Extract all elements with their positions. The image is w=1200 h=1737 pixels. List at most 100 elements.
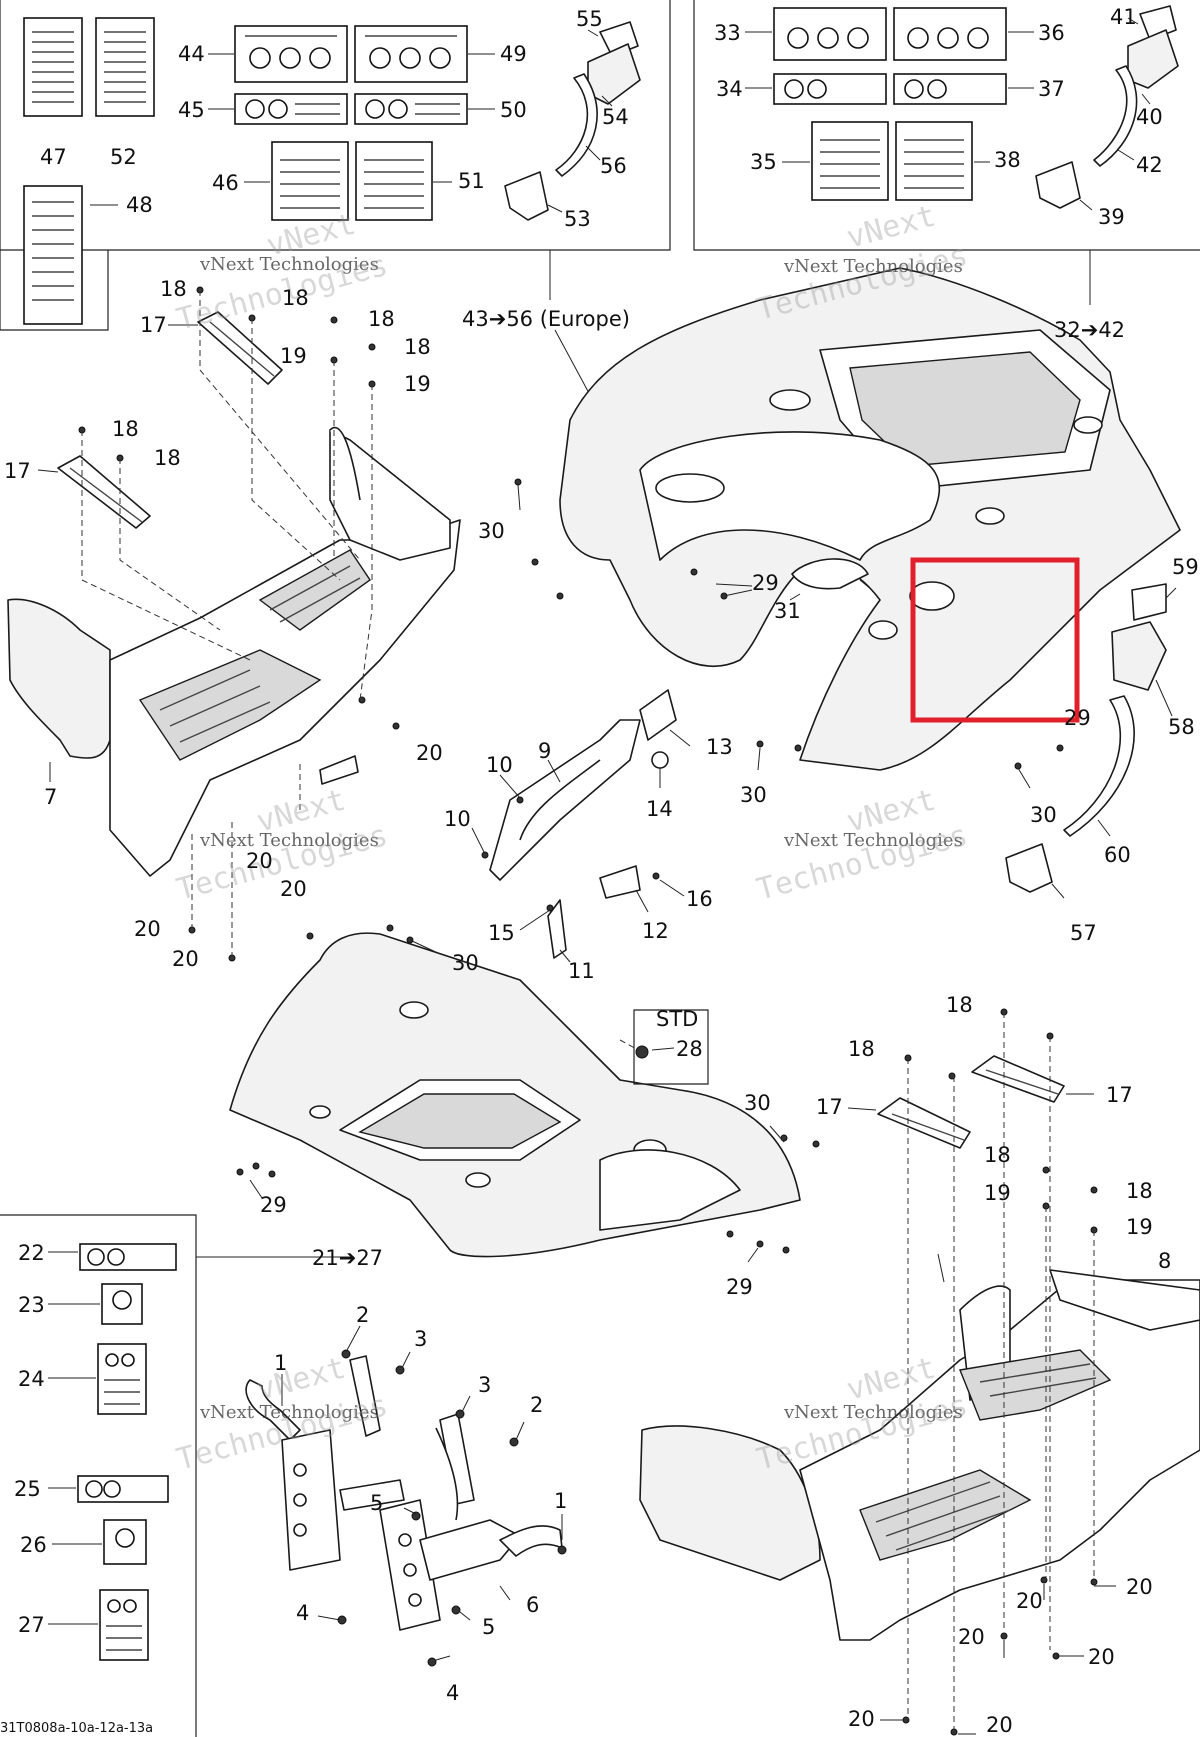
callout-19-c: 19 (984, 1181, 1011, 1205)
label-27-card (99, 1589, 149, 1661)
label-47-card (23, 17, 83, 117)
callout-19-b: 19 (404, 372, 431, 396)
callout-18-b: 18 (282, 286, 309, 310)
callout-51: 51 (458, 169, 485, 193)
us-labels-panel (693, 0, 1200, 251)
callout-53: 53 (564, 207, 591, 231)
std-label: STD (656, 1007, 698, 1031)
drawing-code: 31T0808a-10a-12a-13a (0, 1721, 153, 1736)
callout-4-a: 4 (296, 1601, 309, 1625)
callout-50: 50 (500, 98, 527, 122)
callout-20-b: 20 (246, 849, 273, 873)
callouts: 47 52 48 44 45 46 49 50 51 55 54 56 53 3… (4, 5, 1199, 1737)
svg-text:vNext Technologies: vNext Technologies (783, 830, 963, 851)
callout-20-a: 20 (416, 741, 443, 765)
callout-20-h: 20 (958, 1625, 985, 1649)
part-31-pad (791, 558, 869, 590)
callout-17-a: 17 (140, 313, 167, 337)
callout-46: 46 (212, 171, 239, 195)
callout-40: 40 (1136, 105, 1163, 129)
callout-18-c: 18 (368, 307, 395, 331)
callout-21-27: 21➔27 (312, 1246, 383, 1270)
callout-24: 24 (18, 1367, 45, 1391)
callout-10-b: 10 (444, 807, 471, 831)
front-fender (196, 924, 820, 1263)
callout-29-b: 29 (1064, 706, 1091, 730)
callout-18-j: 18 (1126, 1179, 1153, 1203)
callout-25: 25 (14, 1477, 41, 1501)
callout-23: 23 (18, 1293, 45, 1317)
callout-54: 54 (602, 105, 629, 129)
callout-4-b: 4 (446, 1681, 459, 1705)
rear-mud-guards (1005, 583, 1177, 899)
callout-52: 52 (110, 145, 137, 169)
callout-58: 58 (1168, 715, 1195, 739)
callout-48: 48 (126, 193, 153, 217)
front-labels-panel (0, 1214, 197, 1737)
callout-18-h: 18 (848, 1037, 875, 1061)
callout-19-a: 19 (280, 344, 307, 368)
callout-7: 7 (44, 785, 57, 809)
label-51-card (355, 141, 433, 221)
callout-36: 36 (1038, 21, 1065, 45)
callout-31: 31 (774, 599, 801, 623)
callout-15: 15 (488, 921, 515, 945)
callout-30-e: 30 (744, 1091, 771, 1115)
callout-33: 33 (714, 21, 741, 45)
svg-text:vNext Technologies: vNext Technologies (199, 1402, 379, 1423)
callout-44: 44 (178, 42, 205, 66)
callout-3-b: 3 (478, 1373, 491, 1397)
callout-30-b: 30 (740, 783, 767, 807)
callout-20-k: 20 (986, 1713, 1013, 1737)
callout-20-c: 20 (280, 877, 307, 901)
callout-2-b: 2 (530, 1393, 543, 1417)
callout-3-a: 3 (414, 1327, 427, 1351)
footrests-left (37, 311, 283, 529)
callout-41: 41 (1110, 5, 1137, 29)
callout-30-c: 30 (1030, 803, 1057, 827)
callout-57: 57 (1070, 921, 1097, 945)
callout-11: 11 (568, 959, 595, 983)
callout-45: 45 (178, 98, 205, 122)
callout-1-b: 1 (554, 1489, 567, 1513)
europe-labels-panel (0, 0, 671, 331)
callout-27: 27 (18, 1613, 45, 1637)
callout-20-i: 20 (1088, 1645, 1115, 1669)
callout-20-e: 20 (172, 947, 199, 971)
callout-18-i: 18 (984, 1143, 1011, 1167)
callout-2-a: 2 (356, 1303, 369, 1327)
front-bumper (245, 1325, 567, 1667)
callout-8: 8 (1158, 1249, 1171, 1273)
callout-20-j: 20 (848, 1707, 875, 1731)
label-35-card (811, 121, 889, 201)
callout-18-a: 18 (160, 277, 187, 301)
callout-18-d: 18 (404, 335, 431, 359)
callout-9: 9 (538, 739, 551, 763)
callout-56: 56 (600, 154, 627, 178)
callout-12: 12 (642, 919, 669, 943)
callout-5-b: 5 (482, 1615, 495, 1639)
label-24-card (97, 1343, 147, 1415)
footrests-right (847, 1008, 1116, 1736)
callout-34: 34 (716, 77, 743, 101)
callout-17-b: 17 (4, 459, 31, 483)
callout-20-g: 20 (1016, 1589, 1043, 1613)
callout-1-a: 1 (274, 1351, 287, 1375)
callout-29-d: 29 (726, 1275, 753, 1299)
callout-43-56: 43➔56 (Europe) (462, 307, 630, 331)
callout-17-d: 17 (816, 1095, 843, 1119)
label-38-card (895, 121, 973, 201)
callout-17-c: 17 (1106, 1083, 1133, 1107)
callout-20-d: 20 (134, 917, 161, 941)
callout-13: 13 (706, 735, 733, 759)
callout-19-d: 19 (1126, 1215, 1153, 1239)
left-footwell (7, 426, 461, 877)
svg-text:vNext Technologies: vNext Technologies (199, 254, 379, 275)
callout-26: 26 (20, 1533, 47, 1557)
callout-59: 59 (1172, 555, 1199, 579)
middle-bracket (471, 689, 691, 963)
callout-30-d: 30 (452, 951, 479, 975)
callout-49: 49 (500, 42, 527, 66)
svg-text:vNext: vNext (253, 1351, 349, 1408)
